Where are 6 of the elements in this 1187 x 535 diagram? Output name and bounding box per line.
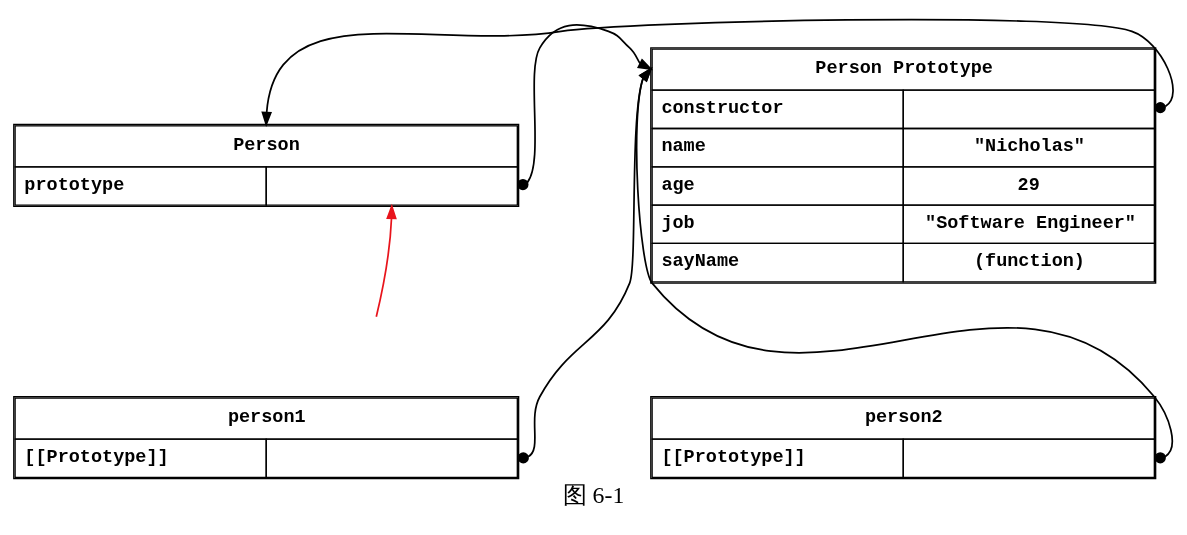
arrow [261,18,1174,128]
caption: 图 6-1 [562,482,625,509]
arrow [375,203,397,318]
arrow [517,24,654,191]
arrow [635,67,1174,464]
arrow [517,67,653,464]
